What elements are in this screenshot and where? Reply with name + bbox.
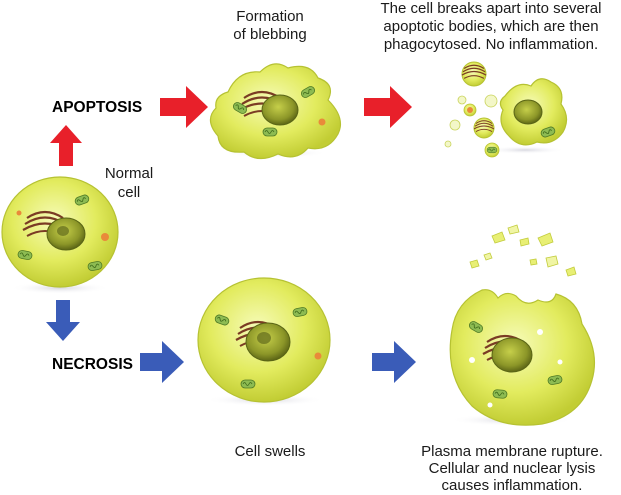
apoptotic-bodies-label-line3: phagocytosed. No inflammation. [383, 36, 599, 53]
apoptotic-bodies-red-arrow [364, 86, 412, 128]
normal-cell-label-line2: cell [117, 184, 141, 201]
necrosis-down-arrow [46, 300, 80, 341]
apoptotic-bodies-label-line2: apoptotic bodies, which are then [383, 18, 599, 35]
rupture-label-line2: Cellular and nuclear lysis [428, 460, 596, 477]
cell-swells-label: Cell swells [234, 443, 306, 460]
necrosis-label: NECROSIS [52, 356, 133, 373]
swells-blue-arrow [140, 341, 184, 383]
normal-cell-label-line1: Normal [104, 165, 154, 182]
blebbing-label-line1: Formation [236, 8, 304, 25]
blebbing-red-arrow [160, 86, 208, 128]
apoptosis-up-arrow [50, 125, 82, 166]
blebbing-label-line2: of blebbing [233, 26, 307, 43]
blebbing-cell [209, 63, 341, 160]
rupture-blue-arrow [372, 341, 416, 383]
swollen-cell [197, 277, 331, 406]
apoptotic-bodies-label-line1: The cell breaks apart into several [380, 0, 602, 17]
ruptured-cell [449, 224, 595, 426]
normal-cell [1, 176, 119, 294]
apoptosis-label: APOPTOSIS [52, 99, 143, 116]
rupture-label-line1: Plasma membrane rupture. [421, 443, 603, 460]
rupture-label-line3: causes inflammation. [441, 477, 583, 494]
apoptotic-bodies [444, 61, 568, 158]
